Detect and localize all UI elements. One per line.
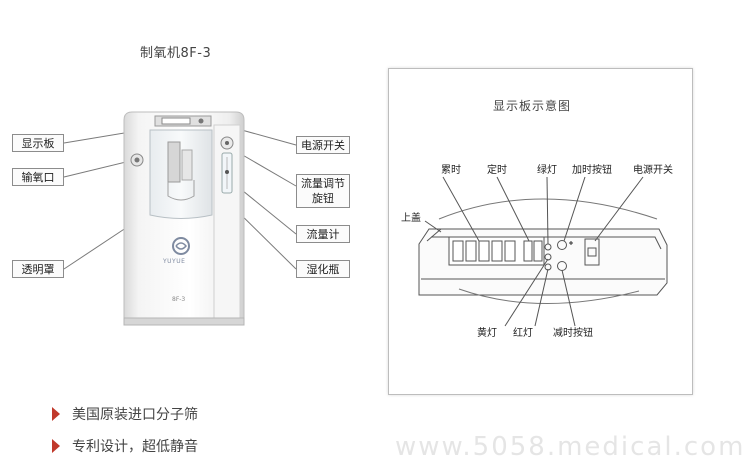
label-red-lamp: 红灯 bbox=[513, 328, 533, 339]
callout-display-board: 显示板 bbox=[12, 134, 64, 152]
callout-flow-knob: 流量调节旋钮 bbox=[296, 174, 350, 208]
callout-flowmeter: 流量计 bbox=[296, 225, 350, 243]
label-power-switch: 电源开关 bbox=[633, 165, 673, 176]
brand-label: YUYUE bbox=[163, 258, 186, 265]
bullet-arrow-icon bbox=[52, 407, 60, 421]
product-title: 制氧机8F-3 bbox=[140, 46, 212, 61]
panel-sketch bbox=[418, 176, 668, 327]
feature-text: 专利设计，超低静音 bbox=[72, 439, 198, 455]
label-green-lamp: 绿灯 bbox=[537, 165, 557, 176]
label-subtract-time-button: 减时按钮 bbox=[553, 328, 593, 339]
label-cumulative-time: 累时 bbox=[441, 165, 461, 176]
callout-power-switch: 电源开关 bbox=[296, 136, 350, 154]
watermark: www.5058.medical.com bbox=[395, 432, 745, 462]
feature-text: 美国原装进口分子筛 bbox=[72, 407, 198, 423]
bullet-arrow-icon bbox=[52, 439, 60, 453]
label-top-cover: 上盖 bbox=[401, 213, 421, 224]
callout-transparent-cover: 透明罩 bbox=[12, 260, 64, 278]
oxygen-concentrator-illustration bbox=[63, 111, 297, 326]
model-label: 8F-3 bbox=[172, 296, 186, 303]
feature-item: 美国原装进口分子筛 bbox=[52, 404, 198, 424]
label-add-time-button: 加时按钮 bbox=[572, 165, 612, 176]
label-yellow-lamp: 黄灯 bbox=[477, 328, 497, 339]
callout-humidifier: 湿化瓶 bbox=[296, 260, 350, 278]
feature-item: 专利设计，超低静音 bbox=[52, 436, 198, 456]
label-timer: 定时 bbox=[487, 165, 507, 176]
panel-title: 显示板示意图 bbox=[493, 99, 572, 113]
callout-oxygen-outlet: 输氧口 bbox=[12, 168, 64, 186]
display-panel-diagram: 显示板示意图 bbox=[388, 68, 693, 395]
